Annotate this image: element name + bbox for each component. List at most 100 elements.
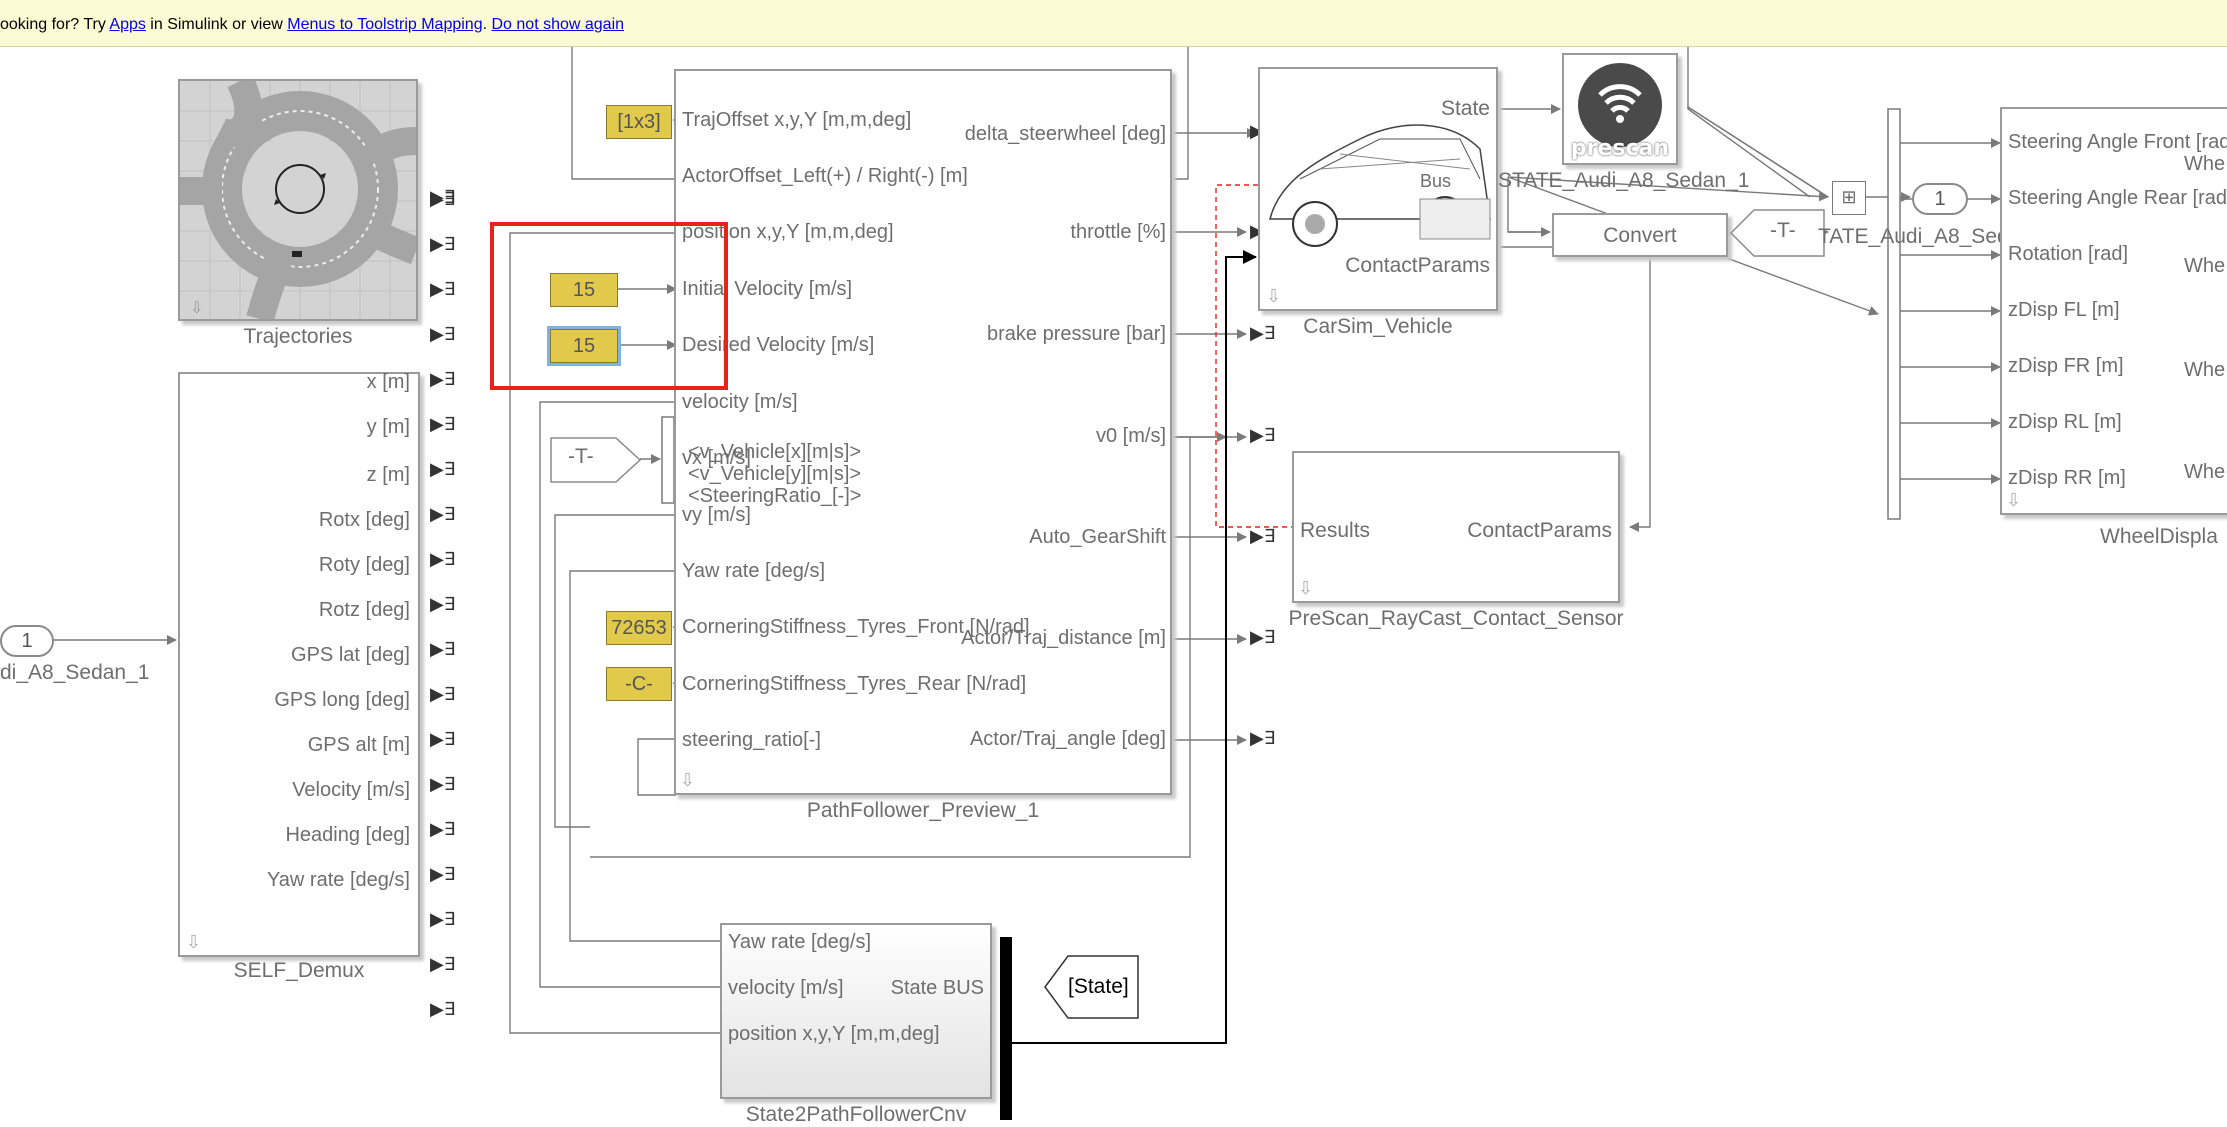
self-demux-label: SELF_Demux	[233, 959, 365, 982]
demux-port-x: x [m]	[366, 371, 410, 393]
wheel-port-zdisp-fr: zDisp FR [m]	[2008, 355, 2124, 377]
demux-port-rotx: Rotx [deg]	[318, 509, 410, 531]
carsim-out-contact: ContactParams	[1345, 254, 1490, 277]
demux-port-y: y [m]	[366, 416, 410, 438]
state2pf-in-yaw-rate: Yaw rate [deg/s]	[728, 931, 872, 953]
pf-out-v0: v0 [m/s]	[1095, 425, 1166, 447]
wheel-out-label-1: Whe	[2184, 153, 2226, 175]
pf-out-throttle: throttle [%]	[1070, 221, 1166, 243]
prescan-logo-text: prescan	[1570, 136, 1670, 161]
terminator-icon: ▶∃	[1250, 323, 1276, 343]
outport-1[interactable]: 1	[1912, 183, 1968, 215]
state2pf-block[interactable]: Yaw rate [deg/s] velocity [m/s] position…	[720, 923, 992, 1099]
toolstrip-mapping-link[interactable]: Menus to Toolstrip Mapping	[287, 16, 483, 33]
terminator-icon: ▶∃	[430, 549, 456, 569]
wheel-display-label: WheelDispla	[2100, 525, 2218, 548]
from-tag-2-label: -T-	[1770, 219, 1796, 242]
banner-prefix: ooking for? Try	[0, 16, 110, 33]
pf-in-desired-velocity: Desired Velocity [m/s]	[682, 334, 875, 356]
pathfollower-block[interactable]: TrajOffset x,y,Y [m,m,deg] ActorOffset_L…	[674, 69, 1172, 795]
terminator-icon: ▶∃	[430, 729, 456, 749]
pf-in-yaw-rate: Yaw rate [deg/s]	[682, 560, 826, 582]
self-demux-block[interactable]: x [m] y [m] z [m] Rotx [deg] Roty [deg] …	[178, 371, 420, 957]
demux-port-z: z [m]	[366, 464, 410, 486]
pf-out-gearshift: Auto_GearShift	[1029, 526, 1166, 548]
wheel-port-steer-rear: Steering Angle Rear [rad	[2008, 187, 2227, 209]
pf-in-steering-ratio: steering_ratio[-]	[682, 729, 821, 751]
demux-port-velocity: Velocity [m/s]	[292, 779, 410, 801]
prescan-logo-icon	[1578, 63, 1662, 147]
terminator-icon: ▶∃	[430, 864, 456, 884]
simulink-canvas[interactable]: ⇩ Trajectories x [m] y [m] z [m] Rotx [d…	[0, 47, 2227, 1126]
terminator-icon: ▶∃	[1250, 627, 1276, 647]
demux-port-gps-long: GPS long [deg]	[274, 689, 410, 711]
terminator-icon: ▶∃	[430, 504, 456, 524]
demux-port-roty: Roty [deg]	[318, 554, 410, 576]
mask-arrow-icon: ⇩	[1266, 286, 1282, 306]
desired-velocity-constant[interactable]: 15	[547, 326, 621, 366]
inport-1[interactable]: 1	[0, 625, 54, 657]
convert-label: Convert	[1603, 224, 1677, 247]
trajectories-label: Trajectories	[243, 325, 353, 348]
do-not-show-again-link[interactable]: Do not show again	[491, 16, 625, 33]
pf-out-brake: brake pressure [bar]	[987, 323, 1166, 345]
traj-offset-constant[interactable]: [1x3]	[606, 105, 672, 139]
from-tag-block[interactable]	[550, 437, 642, 483]
wheel-port-zdisp-rr: zDisp RR [m]	[2008, 467, 2126, 489]
raycast-out-contact: ContactParams	[1467, 519, 1612, 542]
wheel-out-label-2: Whe	[2184, 255, 2226, 277]
wheel-port-rotation: Rotation [rad]	[2008, 243, 2129, 265]
pf-out-delta-steer: delta_steerwheel [deg]	[964, 123, 1166, 145]
raycast-sensor-block[interactable]: Results ContactParams ⇩	[1292, 451, 1620, 603]
bus-selector-vy: <v_Vehicle[y][m|s]>	[688, 463, 862, 485]
terminator-icon: ▶∃	[430, 459, 456, 479]
bus-creator-icon[interactable]: ⊞	[1832, 181, 1866, 215]
wheel-port-zdisp-rl: zDisp RL [m]	[2008, 411, 2122, 433]
from-tag-2-block[interactable]	[1730, 209, 1826, 257]
front-stiffness-constant[interactable]: 72653	[606, 611, 672, 645]
carsim-out-state: State	[1440, 97, 1490, 120]
bus-selector-vx: <v_Vehicle[x][m|s]>	[688, 441, 862, 463]
state2pf-label: State2PathFollowerCnv	[745, 1103, 967, 1126]
state2pf-out-bus: State BUS	[890, 977, 984, 999]
convert-block[interactable]: Convert	[1552, 213, 1728, 257]
pf-in-vy: vy [m/s]	[682, 504, 751, 526]
terminator-icon: ▶∃	[430, 234, 456, 254]
mask-arrow-icon: ⇩	[2006, 490, 2022, 510]
bus-selector-steering: <SteeringRatio_[-]>	[688, 485, 862, 507]
mask-arrow-icon: ⇩	[1298, 578, 1314, 598]
goto-state-block[interactable]	[1044, 955, 1140, 1019]
terminator-icon: ▶∃	[430, 594, 456, 614]
terminator-icon: ▶∃	[430, 279, 456, 299]
demux-port-heading: Heading [deg]	[285, 824, 410, 846]
raycast-label: PreScan_RayCast_Contact_Sensor	[1288, 607, 1624, 630]
terminator-icon: ▶∃	[430, 369, 456, 389]
state-label-2: TATE_Audi_A8_Sed	[1818, 225, 2009, 248]
toolstrip-hint-banner: ooking for? Try Apps in Simulink or view…	[0, 0, 2227, 47]
rear-stiffness-constant[interactable]: -C-	[606, 667, 672, 701]
goto-state-label: [State]	[1068, 975, 1129, 998]
apps-link[interactable]: Apps	[109, 16, 146, 33]
wheel-display-block[interactable]: Steering Angle Front [rad Steering Angle…	[2000, 107, 2227, 515]
banner-middle: in Simulink or view	[145, 16, 288, 33]
demux-port-rotz: Rotz [deg]	[318, 599, 410, 621]
terminator-icon: ▶∃	[430, 909, 456, 929]
pf-in-trajoffset: TrajOffset x,y,Y [m,m,deg]	[682, 109, 912, 131]
trajectories-terminator-icon: ▶∃	[430, 187, 456, 207]
terminator-icon: ▶∃	[430, 189, 456, 209]
wheel-port-steer-front: Steering Angle Front [rad	[2008, 131, 2227, 153]
demux-port-yaw-rate: Yaw rate [deg/s]	[266, 869, 410, 891]
pf-in-velocity: velocity [m/s]	[682, 391, 798, 413]
trajectories-block[interactable]: ⇩	[178, 74, 422, 323]
highlight-box	[490, 222, 728, 390]
prescan-state-block[interactable]: prescan	[1562, 53, 1678, 165]
carsim-in-bus: Bus	[1420, 171, 1452, 191]
pf-in-actoroffset: ActorOffset_Left(+) / Right(-) [m]	[682, 165, 968, 187]
pf-in-position: position x,y,Y [m,m,deg]	[682, 221, 894, 243]
carsim-vehicle-block[interactable]: State Bus ContactParams ⇩	[1258, 67, 1498, 311]
state2pf-in-velocity: velocity [m/s]	[728, 977, 844, 999]
initial-velocity-constant[interactable]: 15	[550, 273, 618, 307]
pf-in-cs-rear: CorneringStiffness_Tyres_Rear [N/rad]	[682, 673, 1027, 695]
terminator-icon: ▶∃	[430, 954, 456, 974]
terminator-icon: ▶∃	[1250, 526, 1276, 546]
